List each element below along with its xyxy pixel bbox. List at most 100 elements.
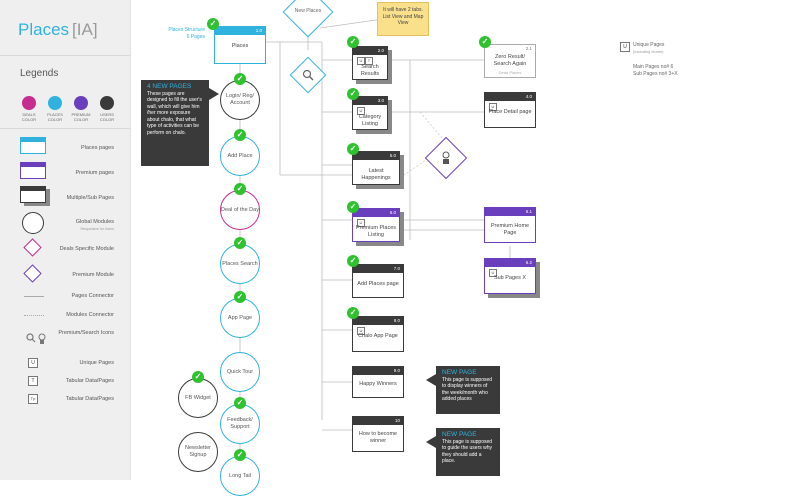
premium-home-num: 6.1 — [485, 208, 535, 216]
summary-title: Unique Pages(Including Home) — [633, 42, 713, 55]
check-icon: ✓ — [347, 143, 359, 155]
legend-label-premium-module: Premium Module — [72, 272, 114, 278]
premium-listing-num: 6.0 — [353, 209, 399, 217]
check-icon: ✓ — [192, 371, 204, 383]
add-places-node[interactable]: 7.0 Add Places page — [352, 264, 404, 298]
brand-suffix-wrap: [IA] — [72, 20, 98, 39]
zero-result-num: 2.1 — [485, 45, 535, 52]
callout-title: NEW PAGE — [442, 369, 477, 376]
happy-winners-num: 9.0 — [353, 367, 403, 375]
unique-badge-icon: U — [489, 269, 497, 277]
places-search-module[interactable]: Places Search — [220, 244, 260, 284]
legend-sidebar: Places[IA] Legends DEALS COLOR PLACES CO… — [0, 0, 131, 480]
places-color-swatch — [48, 96, 62, 110]
tabular-pages-icon: Tp — [28, 394, 38, 404]
add-places-num: 7.0 — [353, 265, 403, 273]
deal-of-day-module[interactable]: Deal of the Day — [220, 190, 260, 230]
check-icon: ✓ — [347, 255, 359, 267]
sticky-note: It will have 2 tabs. List View and Map V… — [377, 2, 429, 36]
callout-title: NEW PAGE — [442, 431, 477, 438]
brand-name: Places — [18, 20, 70, 39]
callout-body: These pages are designed to fill the use… — [147, 90, 202, 136]
zero-result-sub: Dead Places — [498, 70, 522, 75]
login-module[interactable]: Login/ Reg/ Account — [220, 80, 260, 120]
feedback-module[interactable]: Feedback/ Support — [220, 404, 260, 444]
legends-title: Legends — [20, 68, 59, 79]
fb-widget-module[interactable]: FB Widget — [178, 378, 218, 418]
how-to-become-winner-node[interactable]: 10 How to become winner — [352, 416, 404, 452]
legend-label-multiple-pages: Multiple/Sub Pages — [66, 195, 114, 201]
newsletter-module[interactable]: Newsletter Signup — [178, 432, 218, 472]
places-label: Places — [231, 43, 249, 49]
premium-listing-label: Premium Places Listing — [355, 225, 397, 238]
add-place-module[interactable]: Add Place — [220, 136, 260, 176]
premium-icon — [442, 151, 450, 164]
premium-page-icon — [20, 162, 46, 179]
search-results-label: Search Results — [360, 64, 380, 77]
callout-pointer — [426, 374, 436, 386]
brand-logo: Places[IA] — [18, 20, 98, 40]
premium-listing-node[interactable]: 6.0 U Premium Places Listing — [352, 208, 400, 242]
summary-title-text: Unique Pages — [633, 42, 665, 48]
summary-title-sub: (Including Home) — [633, 48, 664, 54]
check-icon: ✓ — [347, 307, 359, 319]
unique-page-icon: U — [28, 358, 38, 368]
search-results-num: 2.0 — [353, 47, 387, 55]
check-icon: ✓ — [347, 88, 359, 100]
modules-connector-icon — [24, 315, 44, 316]
zero-result-node[interactable]: 2.1 Zero Result/ Search Again Dead Place… — [484, 44, 536, 78]
latest-label: Latest Happenings — [361, 168, 391, 181]
global-module-icon — [22, 212, 44, 234]
unique-badge-icon: U — [357, 107, 365, 115]
chalo-app-label: Chalo App Page — [358, 333, 398, 339]
global-modules-sub: Responsive for Users — [80, 227, 114, 231]
structure-title: Places Structure — [168, 27, 205, 33]
multiple-pages-icon — [20, 186, 46, 203]
sub-pages-node[interactable]: 6.2 U Sub Pages X — [484, 258, 536, 294]
long-tail-module[interactable]: Long Tail — [220, 456, 260, 496]
brand-suffix: IA — [76, 20, 93, 39]
unique-badge-icon: U — [357, 57, 365, 65]
category-listing-node[interactable]: 3.0 U Category Listing — [352, 96, 388, 130]
quick-tour-module[interactable]: Quick Tour — [220, 352, 260, 392]
tabular-data-icon: T — [28, 376, 38, 386]
happy-winners-node[interactable]: 9.0 Happy Winners — [352, 366, 404, 398]
legend-label-tabular-pages: Tabular Data/Pages — [65, 396, 114, 402]
users-color-label: USERS COLOR — [99, 112, 115, 122]
deals-color-label: DEALS COLOR — [21, 112, 37, 122]
summary-sub-pages: Sub Pages no# 3+X — [633, 71, 678, 77]
check-icon: ✓ — [479, 36, 491, 48]
unique-badge-icon: U — [357, 219, 365, 227]
divider — [0, 55, 130, 56]
places-page-node[interactable]: 1.0 Places — [214, 26, 266, 64]
structure-sub: 6 Pages — [186, 33, 205, 40]
premium-color-swatch — [74, 96, 88, 110]
places-page-icon — [20, 137, 46, 154]
how-to-num: 10 — [353, 417, 403, 425]
latest-happenings-node[interactable]: 5.0 Latest Happenings — [352, 151, 400, 185]
legend-label-deals-module: Deals Specific Module — [59, 246, 114, 252]
callout-body: This page is supposed to guide the users… — [442, 438, 493, 465]
app-page-module[interactable]: App Page — [220, 298, 260, 338]
check-icon: ✓ — [207, 18, 219, 30]
legend-label-premium-search-icons: Premium/Search Icons — [58, 330, 114, 336]
chalo-app-node[interactable]: 8.0 U Chalo App Page — [352, 316, 404, 352]
place-detail-node[interactable]: 4.0 U Place Detail page — [484, 92, 536, 128]
check-icon: ✓ — [234, 129, 246, 141]
premium-home-label: Premium Home Page — [490, 223, 530, 236]
callout-pointer — [426, 436, 436, 448]
place-detail-num: 4.0 — [485, 93, 535, 101]
pages-connector-icon — [24, 296, 44, 297]
places-num: 1.0 — [215, 27, 265, 35]
search-results-node[interactable]: 2.0 U T Search Results — [352, 46, 388, 80]
legend-label-pages-connector: Pages Connector — [71, 293, 115, 299]
summary-main-pages: Main Pages no# 6 — [633, 64, 674, 70]
premium-home-node[interactable]: 6.1 Premium Home Page — [484, 207, 536, 243]
unique-page-icon: U — [620, 42, 630, 52]
place-detail-label: Place Detail page — [488, 109, 532, 115]
add-places-label: Add Places page — [357, 281, 399, 287]
unique-badge-icon: U — [489, 103, 497, 111]
legend-label-premium-pages: Premium pages — [75, 170, 114, 176]
